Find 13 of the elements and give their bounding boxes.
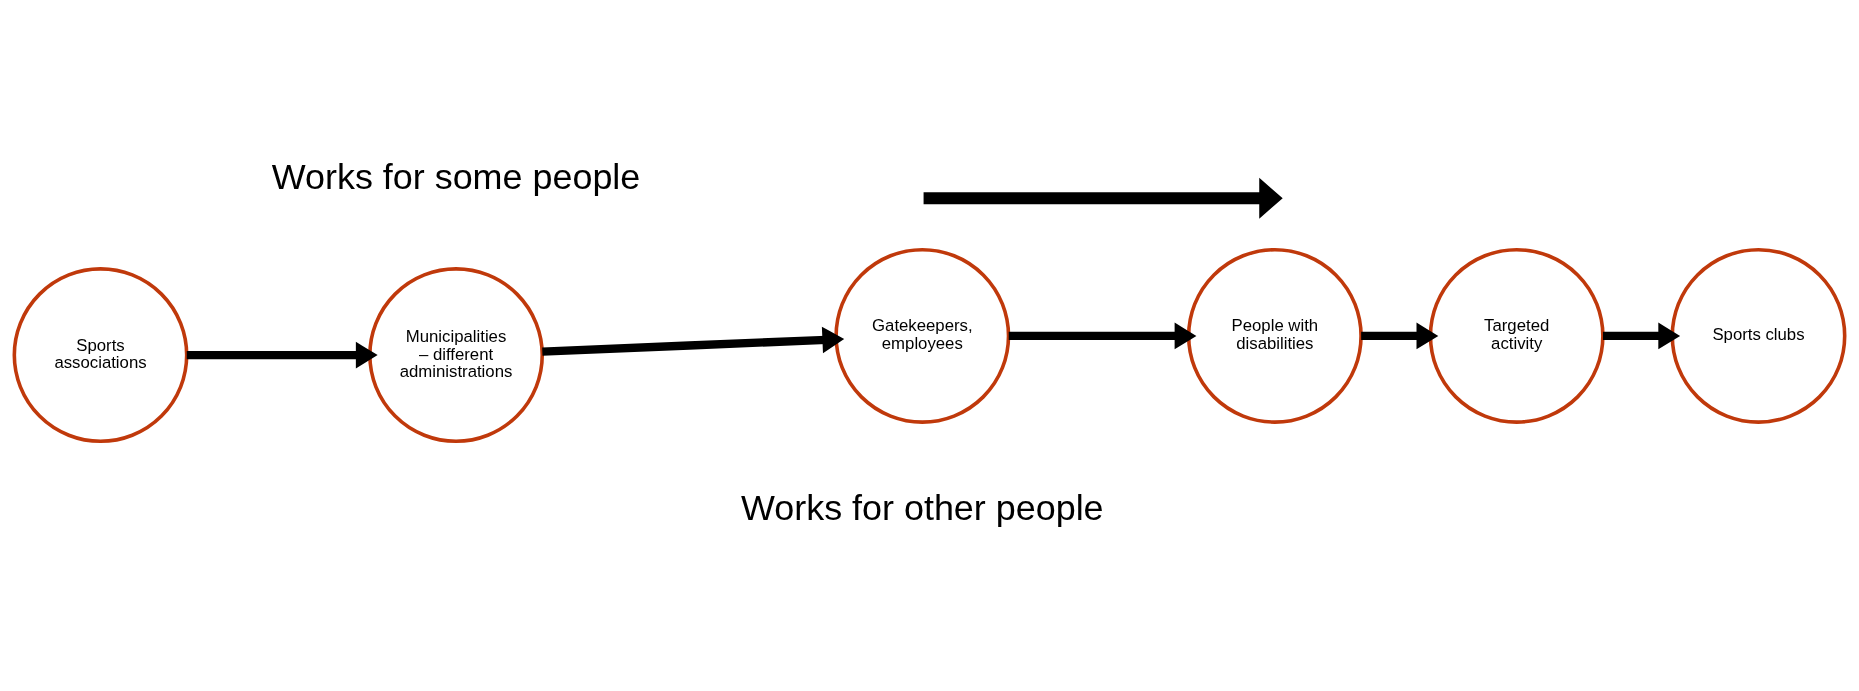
- arrow: [1008, 322, 1197, 350]
- node-circle: People with disabilities: [1186, 247, 1363, 424]
- node-circle: Gatekeepers, employees: [834, 247, 1011, 424]
- arrow: [1602, 322, 1681, 350]
- node-circle: Sports clubs: [1670, 247, 1847, 424]
- node-circle: Sports associations: [12, 267, 189, 444]
- label: Works for some people: [271, 156, 641, 198]
- label: Works for other people: [741, 486, 1104, 528]
- node-circle: Targeted activity: [1428, 247, 1605, 424]
- node-circle: Municipalities – different administrations: [368, 267, 545, 444]
- arrow: [186, 341, 378, 369]
- arrow: [1361, 322, 1439, 350]
- arrow: [542, 326, 845, 356]
